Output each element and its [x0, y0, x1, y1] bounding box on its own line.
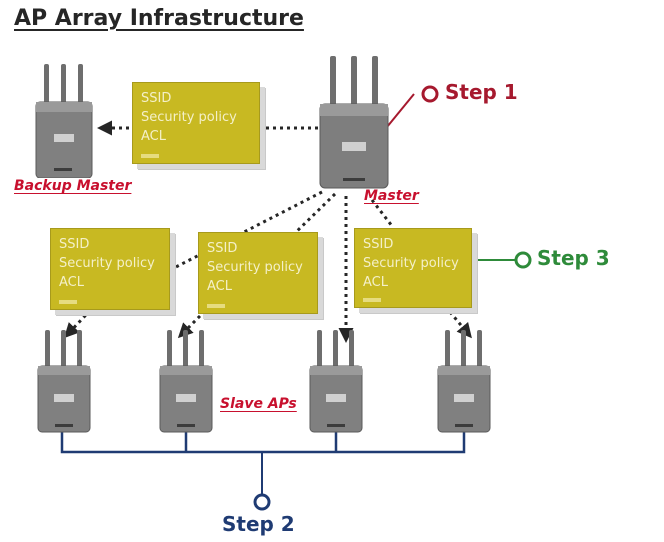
card-tag: [141, 154, 159, 158]
step2-label: Step 2: [222, 512, 295, 536]
backup-master-label: Backup Master: [14, 178, 132, 194]
backup-master-ap: [34, 64, 94, 182]
access-point-icon: [159, 330, 213, 433]
card-security-policy: Security policy: [363, 256, 459, 271]
card-ssid: SSID: [59, 237, 90, 252]
diagram-title: AP Array Infrastructure: [14, 6, 304, 31]
link-card3-slave4: [448, 311, 472, 339]
slave-ap-4: [436, 330, 492, 438]
card-tag: [363, 298, 381, 302]
step1-label: Step 1: [445, 80, 518, 104]
config-card-backup: SSID Security policy ACL: [132, 82, 260, 164]
step3-label: Step 3: [537, 246, 610, 270]
link-master-card2: [290, 192, 337, 238]
wired-bus: [60, 432, 466, 454]
card-acl: ACL: [207, 279, 232, 294]
card-ssid: SSID: [363, 237, 394, 252]
card-security-policy: Security policy: [207, 260, 303, 275]
slave-aps-label: Slave APs: [220, 396, 297, 412]
card-ssid: SSID: [207, 241, 238, 256]
card-tag: [59, 300, 77, 304]
access-point-icon: [319, 56, 389, 189]
card-acl: ACL: [363, 275, 388, 290]
card-security-policy: Security policy: [141, 110, 237, 125]
link-master-card3: [370, 199, 394, 227]
access-point-icon: [37, 330, 91, 433]
card-ssid: SSID: [141, 91, 172, 106]
config-card-slave1: SSID Security policy ACL: [50, 228, 170, 310]
step2-marker: [253, 493, 271, 511]
card-acl: ACL: [59, 275, 84, 290]
link-master-card1: [169, 190, 323, 272]
access-point-icon: [35, 64, 93, 179]
card-security-policy: Security policy: [59, 256, 155, 271]
step3-marker: [514, 251, 532, 269]
access-point-icon: [437, 330, 491, 433]
slave-ap-1: [36, 330, 92, 438]
slave-ap-2: [158, 330, 214, 438]
step1-marker: [421, 85, 439, 103]
config-card-slave4: SSID Security policy ACL: [354, 228, 472, 308]
access-point-icon: [309, 330, 363, 433]
card-acl: ACL: [141, 129, 166, 144]
master-label: Master: [364, 188, 419, 204]
card-tag: [207, 304, 225, 308]
slave-ap-3: [308, 330, 364, 438]
config-card-slave2: SSID Security policy ACL: [198, 232, 318, 314]
master-ap: [318, 56, 390, 194]
